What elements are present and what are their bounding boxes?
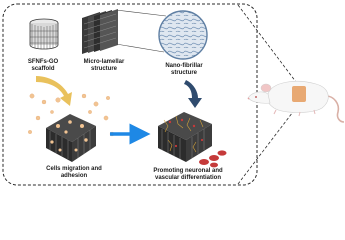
micro-lamellar-icon bbox=[82, 9, 118, 54]
cylinder-scaffold-icon bbox=[29, 18, 59, 50]
implant-patch-icon bbox=[292, 86, 306, 102]
dashed-frame bbox=[2, 3, 258, 186]
zoom-line-bottom bbox=[237, 103, 300, 185]
label-micro-1: Micro-lamellar bbox=[84, 59, 125, 65]
scaffold-cube-left bbox=[46, 114, 96, 162]
zoom-line-nano-2 bbox=[115, 43, 165, 53]
mouse-icon bbox=[247, 81, 345, 123]
label-scaffold-2: scaffold bbox=[31, 66, 54, 72]
label-promoting-2: vascular differentiation bbox=[155, 175, 221, 181]
zoom-line-top bbox=[237, 4, 300, 87]
zoom-line-nano-1 bbox=[115, 9, 167, 17]
cells-cluster-icon bbox=[28, 93, 115, 137]
label-promoting-1: Promoting neuronal and bbox=[153, 168, 223, 174]
diagram-canvas: SFNFs-GO scaffold Micro-lamellar structu… bbox=[2, 3, 345, 186]
nano-fibrillar-icon bbox=[158, 10, 208, 60]
scaffold-cube-right bbox=[158, 112, 212, 162]
navy-arrow-icon bbox=[184, 80, 202, 108]
label-nano-1: Nano-fibrillar bbox=[165, 63, 203, 69]
label-micro-2: structure bbox=[91, 66, 118, 72]
graphical-abstract: SFNFs-GO scaffold Micro-lamellar structu… bbox=[2, 3, 345, 186]
label-nano-2: structure bbox=[171, 70, 198, 76]
label-scaffold-1: SFNFs-GO bbox=[28, 59, 59, 65]
blood-cells-icon bbox=[199, 150, 227, 168]
label-migration-2: adhesion bbox=[61, 173, 88, 179]
label-migration-1: Cells migration and bbox=[46, 166, 102, 172]
yellow-arrow-icon bbox=[36, 76, 72, 106]
